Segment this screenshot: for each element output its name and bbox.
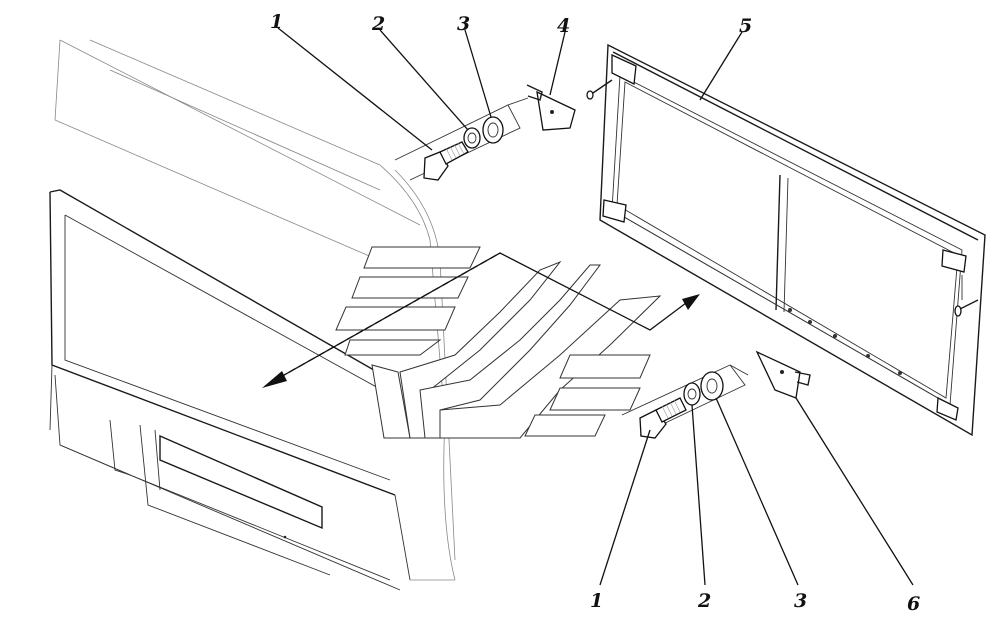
bolt-bottom — [639, 397, 687, 439]
callout-3-top: 3 — [457, 13, 470, 35]
callout-2-bottom: 2 — [697, 590, 711, 612]
leader-lines — [277, 27, 914, 586]
cab-body — [49, 39, 456, 591]
callout-2-top: 2 — [371, 13, 385, 35]
frame-panel — [586, 43, 986, 437]
manufacturer-logo — [335, 246, 662, 439]
washer-top-large — [482, 116, 504, 144]
bracket-bottom — [755, 350, 811, 399]
bolt-top — [423, 141, 469, 181]
washer-bottom-small — [683, 382, 701, 406]
washer-top-small — [463, 127, 481, 149]
callout-1-top: 1 — [270, 11, 283, 33]
washer-bottom-large — [700, 371, 724, 401]
bottom-fastener-group — [621, 350, 811, 439]
top-fastener-group — [394, 84, 576, 181]
callout-5-top: 5 — [739, 15, 752, 37]
callout-numbers: 1 2 3 4 5 1 2 3 6 — [270, 11, 920, 615]
installation-arrow — [262, 252, 700, 388]
callout-4-top: 4 — [557, 15, 570, 37]
callout-6-bottom: 6 — [907, 593, 920, 615]
callout-1-bottom: 1 — [590, 590, 603, 612]
callout-3-bottom: 3 — [794, 590, 807, 612]
bracket-top — [526, 84, 576, 131]
